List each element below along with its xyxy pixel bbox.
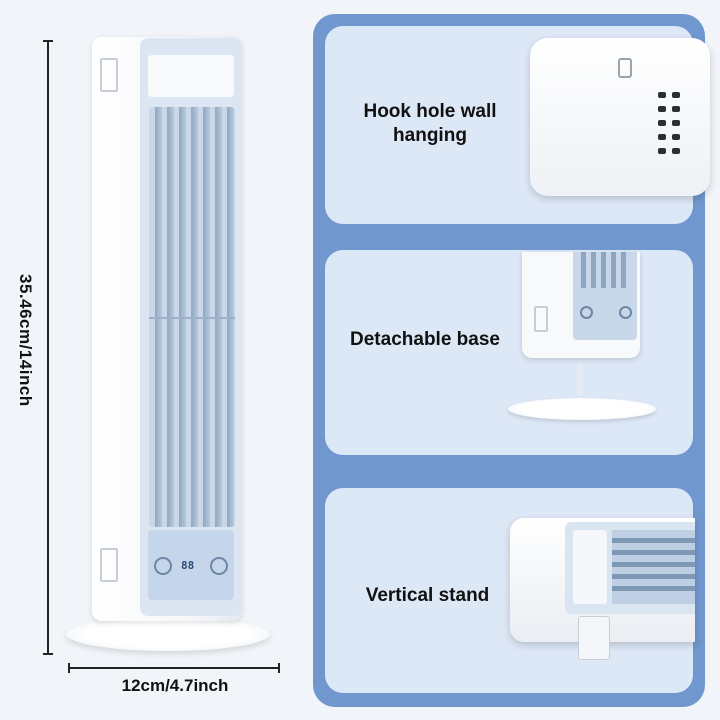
height-dimension-cap-bottom [43, 653, 53, 655]
base-stem [578, 364, 583, 396]
height-dimension-line [47, 40, 49, 655]
feature-caption-vertical-stand: Vertical stand [365, 585, 490, 606]
side-hook-top-icon [100, 58, 118, 92]
width-dimension-line [68, 667, 280, 669]
detached-power-button-icon [580, 306, 593, 319]
stand-fan-window [573, 530, 607, 604]
height-dimension-cap-top [43, 40, 53, 42]
width-dimension-cap-left [68, 663, 70, 673]
detached-mode-button-icon [619, 306, 632, 319]
stand-foot [578, 616, 610, 660]
fan-top-window [148, 55, 234, 97]
width-dimension-cap-right [278, 663, 280, 673]
width-label: 12cm/4.7inch [121, 676, 229, 695]
detached-side-hook-icon [534, 306, 548, 332]
fan-display-readout: 88 [181, 559, 195, 572]
feature-caption-detachable-base: Detachable base [350, 329, 500, 350]
base-plate-detached [508, 398, 656, 420]
feature-caption-hook-hole: Hook hole wall hanging [363, 101, 497, 146]
fan-grille [149, 107, 235, 527]
hook-hole-detail-image [530, 38, 710, 196]
mode-button-icon [210, 557, 228, 575]
power-button-icon [154, 557, 172, 575]
side-hook-bottom-icon [100, 548, 118, 582]
fan-base-plate [66, 617, 270, 651]
hook-slot-icon [618, 58, 632, 78]
stand-fan-grille [612, 530, 695, 604]
height-label: 35.46cm/14inch [16, 273, 35, 407]
